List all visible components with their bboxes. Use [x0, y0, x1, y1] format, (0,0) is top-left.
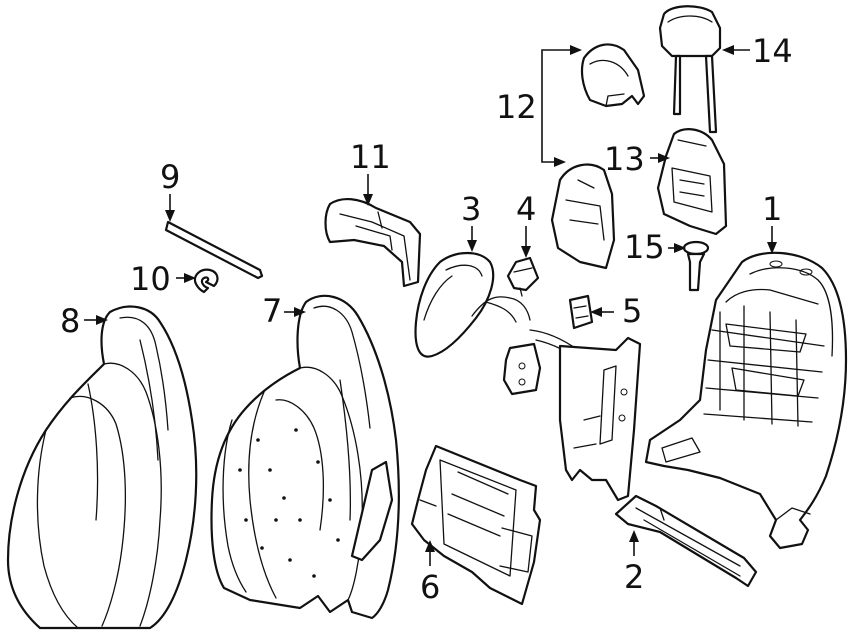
callout-1: 1	[762, 190, 782, 228]
clip	[568, 294, 594, 330]
headrest-guide	[682, 240, 710, 292]
callout-3: 3	[461, 190, 481, 228]
pad-fastener-dots	[238, 428, 340, 578]
retaining-rod	[164, 220, 264, 280]
back-trim-panel	[656, 128, 728, 236]
seat-back-frame	[644, 251, 848, 550]
callout-5: 5	[622, 292, 642, 330]
lumbar-support-pad	[414, 251, 542, 396]
callout-4: 4	[516, 190, 536, 228]
callout-14: 14	[752, 32, 793, 70]
guide-bracket-upper	[580, 43, 646, 108]
lower-support-bracket	[614, 494, 758, 588]
headrest	[658, 5, 722, 134]
back-panel-module	[410, 444, 542, 606]
seat-back-cover	[6, 305, 198, 630]
callout-12: 12	[496, 88, 537, 126]
leader-lines	[84, 45, 777, 566]
hog-ring	[193, 268, 219, 294]
callout-9: 9	[160, 158, 180, 196]
callout-2: 2	[624, 558, 644, 596]
seat-back-pad	[210, 294, 400, 620]
guide-bracket-lower	[550, 163, 616, 270]
callout-labels: 1 2 3 4 5 6 7 8 9 10 11 12 13 14 15	[60, 32, 793, 606]
callout-6: 6	[420, 568, 440, 606]
callout-13: 13	[604, 140, 645, 178]
callout-15: 15	[624, 228, 665, 266]
callout-10: 10	[130, 260, 171, 298]
side-bolster-trim	[324, 198, 422, 288]
callout-11: 11	[350, 138, 391, 176]
connector	[506, 256, 540, 297]
callout-7: 7	[262, 292, 282, 330]
wiring-harness	[529, 329, 642, 502]
callout-8: 8	[60, 302, 80, 340]
